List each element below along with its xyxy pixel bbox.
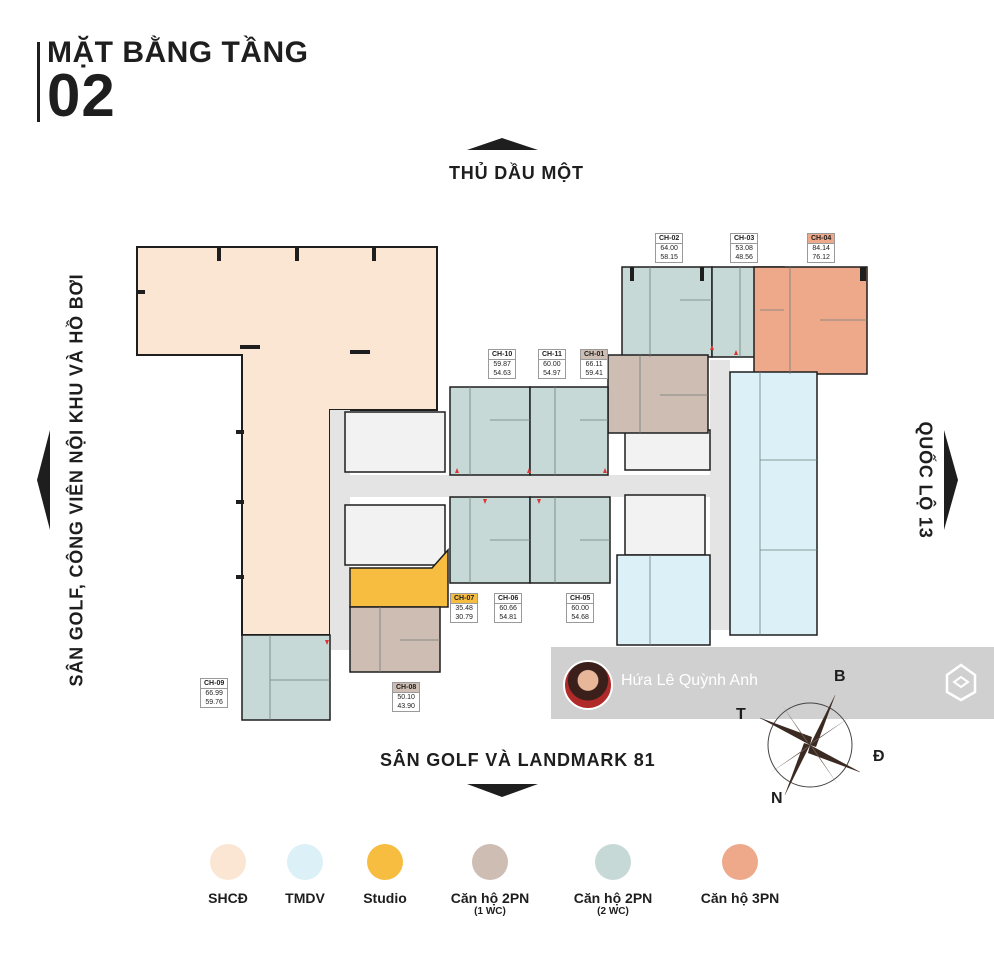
east-arrow-icon bbox=[944, 430, 958, 530]
unit-ch-09 bbox=[241, 634, 331, 721]
legend-item-studio: Studio bbox=[330, 844, 440, 906]
north-direction-label: THỦ DẦU MỘT bbox=[449, 163, 584, 183]
legend-swatch bbox=[287, 844, 323, 880]
west-arrow-icon bbox=[37, 430, 50, 530]
unit-ch-07 bbox=[349, 548, 449, 608]
agent-avatar bbox=[563, 660, 613, 710]
corridor bbox=[330, 475, 720, 497]
legend-item-tmdv: TMDV bbox=[250, 844, 360, 906]
floor-number: 02 bbox=[47, 62, 116, 129]
unit-ch-08 bbox=[349, 606, 441, 673]
core-west bbox=[344, 411, 446, 473]
unit-ch-02 bbox=[621, 266, 713, 358]
legend-item-2pn-1wc: Căn hộ 2PN (1 WC) bbox=[435, 844, 545, 917]
north-arrow-icon bbox=[467, 138, 538, 150]
tmdv-zone-south bbox=[616, 554, 711, 646]
title-accent-bar bbox=[37, 42, 40, 122]
compass-west-letter: T bbox=[736, 706, 746, 723]
unit-ch-04 bbox=[753, 266, 868, 375]
compass-east-letter: Đ bbox=[873, 748, 885, 765]
south-direction-label: SÂN GOLF VÀ LANDMARK 81 bbox=[380, 750, 656, 770]
legend-swatch bbox=[210, 844, 246, 880]
corridor-east bbox=[710, 360, 730, 630]
compass-rose-icon bbox=[760, 695, 860, 795]
tmdv-zone-east bbox=[729, 371, 818, 636]
legend-item-2pn-2wc: Căn hộ 2PN (2 WC) bbox=[558, 844, 668, 917]
legend-item-shcd: SHCĐ bbox=[173, 844, 283, 906]
core-east-lower bbox=[624, 494, 706, 556]
compass-south-letter: N bbox=[771, 790, 783, 807]
floor-plan-title: MẶT BẰNG TẦNG bbox=[47, 36, 309, 69]
core-west-lower bbox=[344, 504, 446, 566]
legend-swatch bbox=[472, 844, 508, 880]
unit-ch-11 bbox=[529, 386, 609, 476]
legend-swatch bbox=[367, 844, 403, 880]
legend-swatch bbox=[722, 844, 758, 880]
agent-watermark bbox=[551, 647, 994, 719]
unit-ch-10 bbox=[449, 386, 531, 476]
unit-ch-01 bbox=[607, 354, 709, 434]
house-logo-icon bbox=[945, 663, 977, 702]
south-arrow-icon bbox=[467, 784, 538, 797]
agent-name: Hứa Lê Quỳnh Anh bbox=[621, 672, 759, 689]
core-east bbox=[624, 429, 711, 471]
legend-item-3pn: Căn hộ 3PN bbox=[685, 844, 795, 906]
legend-swatch bbox=[595, 844, 631, 880]
compass-north-letter: B bbox=[834, 668, 846, 685]
